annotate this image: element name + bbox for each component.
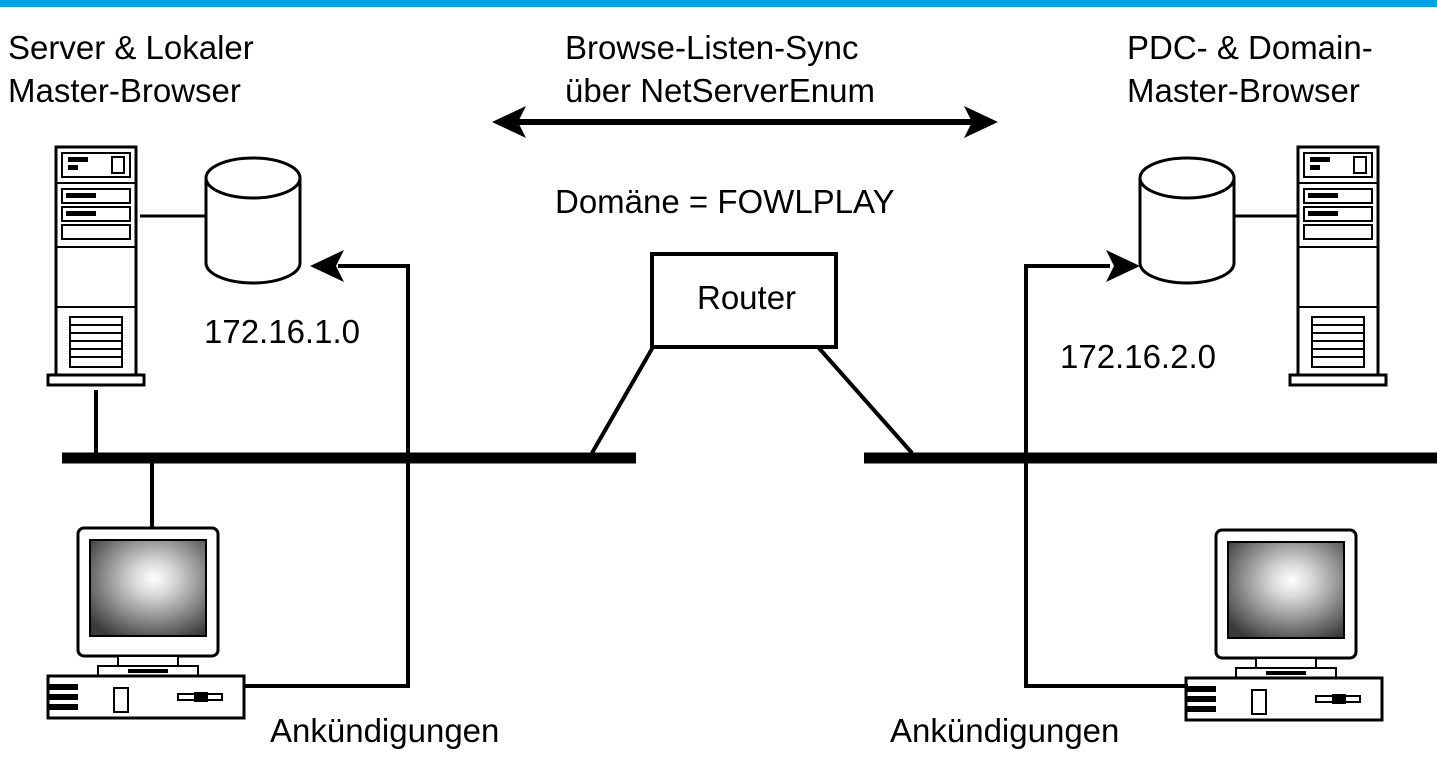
router-link-left xyxy=(590,346,655,454)
right-announcements-label: Ankündigungen xyxy=(890,712,1120,749)
right-announcement-path xyxy=(1024,250,1188,688)
right-server-icon xyxy=(1288,145,1388,387)
left-announcement-path xyxy=(244,250,410,688)
right-host-title-line2: Master-Browser xyxy=(1127,72,1360,109)
right-host-title-line1: PDC- & Domain- xyxy=(1127,29,1373,66)
sync-title-line1: Browse-Listen-Sync xyxy=(565,29,859,66)
router-box xyxy=(650,252,838,349)
router-label: Router xyxy=(697,279,797,316)
right-database-icon xyxy=(1138,156,1236,285)
left-database-icon xyxy=(204,156,302,285)
left-announcements-label: Ankündigungen xyxy=(270,712,500,749)
left-workstation-icon xyxy=(46,526,246,720)
top-accent-bar xyxy=(0,0,1437,7)
left-host-title-line1: Server & Lokaler xyxy=(8,29,254,66)
left-host-title-line2: Master-Browser xyxy=(8,72,241,109)
domain-label: Domäne = FOWLPLAY xyxy=(555,183,895,220)
left-subnet-label: 172.16.1.0 xyxy=(204,313,360,350)
sync-title-line2: über NetServerEnum xyxy=(565,72,875,109)
sync-arrow xyxy=(492,106,998,138)
right-subnet-label: 172.16.2.0 xyxy=(1060,338,1216,375)
left-server-icon xyxy=(46,145,146,387)
router-link-right xyxy=(816,345,914,455)
right-workstation-icon xyxy=(1184,528,1384,722)
